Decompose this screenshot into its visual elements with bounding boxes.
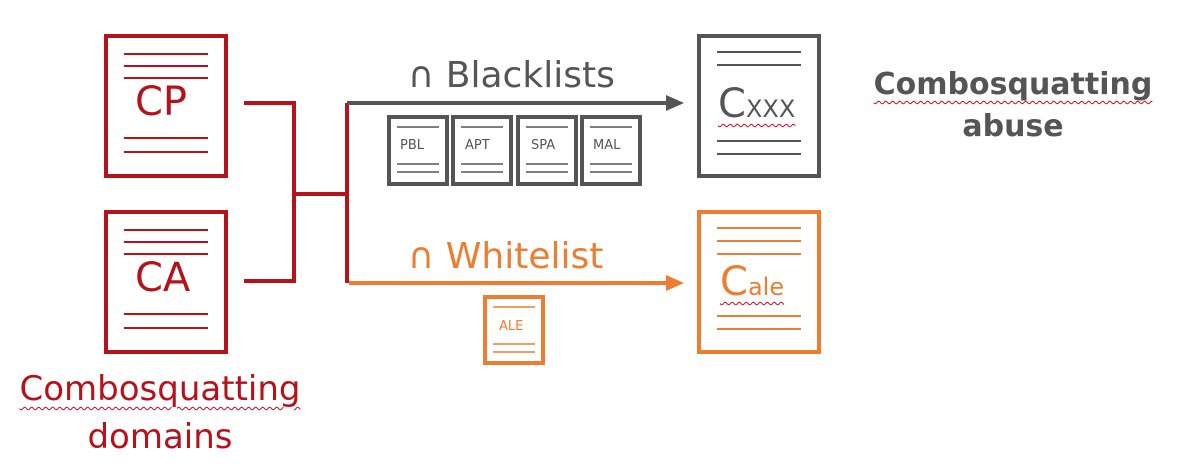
list-label-pbl: PBL (400, 138, 425, 153)
whitelist-result-sub: ale (747, 273, 785, 301)
merge-bracket (244, 101, 349, 283)
domains-caption: Combosquatting domains (0, 366, 320, 461)
domains-caption-line2: domains (87, 416, 233, 457)
list-label-apt: APT (465, 138, 490, 153)
whitelist-doc-ale (483, 295, 545, 365)
blacklist-doc-spa (516, 115, 578, 186)
blacklist-result-document (697, 34, 821, 178)
abuse-caption-line2: abuse (962, 109, 1064, 144)
blacklist-result-label: CXXX (718, 84, 795, 124)
list-label-spa: SPA (531, 138, 556, 153)
abuse-caption: Combosquatting abuse (848, 64, 1178, 148)
blacklist-result-sub: XXX (745, 95, 796, 123)
ca-label: CA (135, 255, 191, 301)
blacklist-result-main: C (718, 81, 746, 127)
blacklist-arrow (347, 95, 684, 111)
whitelist-result-label: Cale (720, 262, 784, 302)
list-label-mal: MAL (593, 138, 621, 153)
whitelist-arrow (349, 275, 684, 291)
blacklist-doc-pbl (387, 115, 449, 186)
ca-document (104, 210, 228, 354)
list-label-ale: ALE (499, 319, 524, 334)
abuse-caption-line1: Combosquatting (873, 67, 1153, 102)
blacklist-doc-apt (451, 115, 513, 186)
blacklist-doc-mal (580, 115, 642, 186)
cp-label: CP (135, 79, 188, 125)
whitelist-result-document (697, 210, 821, 354)
blacklists-label: ∩ Blacklists (408, 55, 615, 96)
whitelist-label: ∩ Whitelist (408, 236, 604, 277)
whitelist-result-main: C (720, 259, 748, 305)
cp-document (104, 34, 228, 178)
domains-caption-line1: Combosquatting (19, 369, 301, 409)
